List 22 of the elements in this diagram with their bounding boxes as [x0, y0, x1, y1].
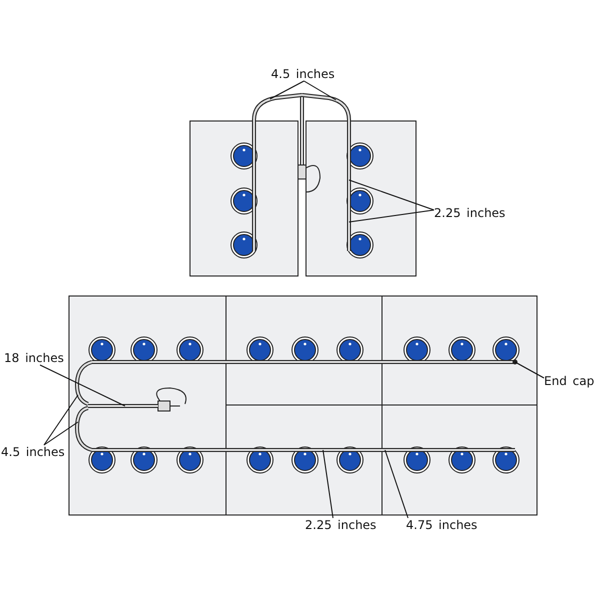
- leader-line: [40, 364, 126, 406]
- leader-line: [384, 450, 408, 518]
- tubing: [88, 404, 158, 408]
- dimension-label: 4.5 inches: [271, 67, 335, 81]
- leader-line: [44, 394, 78, 446]
- end-cap: [512, 360, 518, 364]
- dimension-label: 4.5 inches: [1, 445, 65, 459]
- tubing: [75, 360, 93, 406]
- leader-line: [304, 80, 336, 100]
- leader-line: [44, 422, 78, 446]
- dimension-label: 18 inches: [4, 351, 64, 365]
- tubing: [302, 93, 351, 251]
- tubing: [92, 448, 515, 452]
- dimension-label: End cap: [544, 374, 594, 388]
- leader-line: [270, 80, 304, 100]
- dimension-label: 2.25 inches: [434, 206, 506, 220]
- tubing: [75, 406, 93, 452]
- dimension-label: 2.25 inches: [305, 518, 376, 532]
- dimension-label: 4.75 inches: [406, 518, 478, 532]
- leader-line: [348, 210, 434, 222]
- leader-line: [514, 362, 544, 378]
- tubing: [252, 93, 302, 251]
